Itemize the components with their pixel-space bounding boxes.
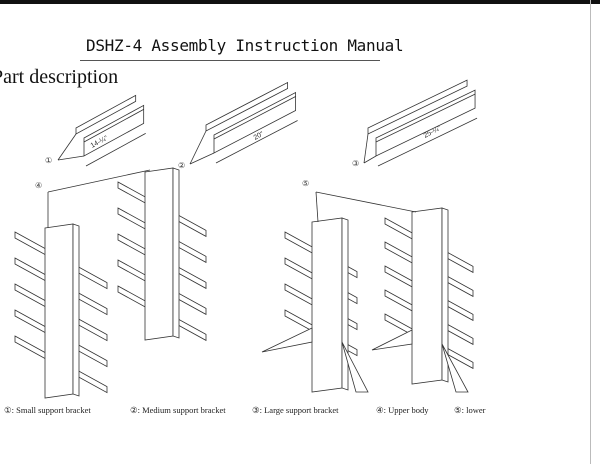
column-side [441, 207, 449, 383]
dimension-line [215, 120, 298, 164]
bracket-front-face [213, 91, 297, 154]
marker-1: ① [45, 156, 52, 165]
lower-body-base-foot [441, 343, 469, 393]
bracket-large [363, 79, 478, 167]
document-title: DSHZ-4 Assembly Instruction Manual [86, 36, 404, 55]
column-front [311, 217, 343, 393]
support-brackets [57, 79, 478, 167]
marker-5: ⑤ [302, 179, 309, 188]
lower-body-column [311, 217, 349, 393]
lower-body-column-rear [411, 207, 449, 385]
column-front [144, 167, 174, 341]
dimension-line [85, 133, 146, 167]
upper-body-column-rear [144, 167, 180, 341]
column-front [411, 207, 443, 385]
lower-body-base-foot [371, 329, 413, 351]
bracket-medium [189, 81, 298, 165]
column-side [341, 217, 349, 391]
lower-body-base-foot [261, 327, 313, 353]
body-assemblies [14, 167, 474, 399]
bracket-fold-line [83, 109, 144, 143]
marker-3: ③ [352, 159, 359, 168]
legend-medium-bracket: ②: Medium support bracket [130, 405, 226, 415]
leader-line [47, 169, 151, 193]
legend-large-bracket: ③: Large support bracket [252, 405, 339, 415]
marker-4: ④ [35, 181, 42, 190]
bracket-fold-line [375, 93, 476, 143]
column-side [72, 223, 80, 397]
bracket-back-flange [75, 94, 137, 135]
title-underline [80, 60, 380, 61]
leader-line [57, 155, 85, 161]
legend-small-bracket: ①: Small support bracket [4, 405, 91, 415]
bracket-back-flange [367, 79, 468, 135]
leader-line [57, 133, 77, 161]
column-front [44, 223, 74, 399]
legend-upper-body: ④: Upper body [376, 405, 429, 415]
leader-line [189, 152, 215, 165]
leader-line [189, 130, 207, 165]
bracket-small [57, 94, 146, 167]
leader-line [315, 191, 319, 223]
lower-body-base-foot [341, 341, 369, 393]
upper-body-column [44, 223, 80, 399]
marker-2: ② [178, 161, 185, 170]
bracket-front-face [83, 104, 145, 157]
leader-line [363, 133, 369, 164]
dimension-line [377, 117, 478, 167]
leader-line [363, 155, 377, 164]
bracket-front-face [375, 89, 476, 157]
leader-line [315, 191, 417, 213]
column-side [172, 167, 180, 339]
page-edge [590, 0, 591, 464]
bracket-fold-line [213, 96, 296, 140]
bracket-back-flange [205, 81, 289, 132]
scan-edge [0, 0, 600, 4]
dimension-medium: 20" [253, 131, 266, 142]
section-heading: Part description [0, 66, 119, 88]
legend-lower: ⑤: lower [454, 405, 486, 415]
